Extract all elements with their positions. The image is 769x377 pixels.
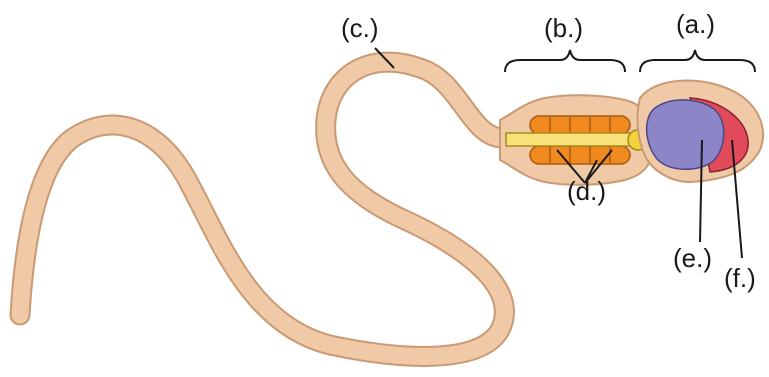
label-f: (f.) [724,263,756,293]
head [638,81,763,182]
mitochondria-row-top [530,116,630,134]
nucleus [647,100,724,169]
label-d: (d.) [567,176,606,206]
label-b: (b.) [544,13,583,43]
tail-flagellum [20,62,504,356]
brace-b [505,50,625,72]
brace-a [640,50,755,72]
label-e: (e.) [673,243,712,273]
label-c: (c.) [341,13,379,43]
axial-filament [506,133,636,146]
tail-fill [20,62,504,356]
mitochondria-row-bottom [530,146,630,164]
label-a: (a.) [676,9,715,39]
